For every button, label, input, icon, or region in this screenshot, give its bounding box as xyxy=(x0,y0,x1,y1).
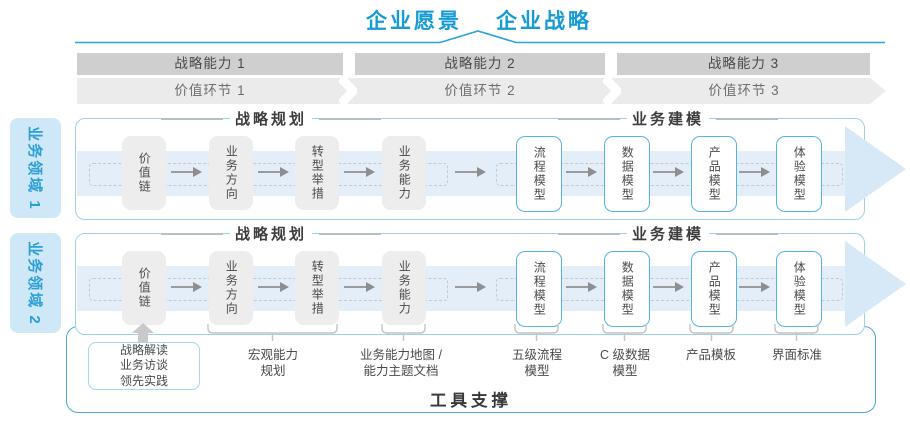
flow-arrow-icon xyxy=(739,167,770,177)
practice-line-1: 战略解读 xyxy=(119,343,168,358)
underbrace-macro xyxy=(207,324,338,341)
stage-box-process-model: 流程模型 xyxy=(516,136,562,212)
header-rule-line xyxy=(557,232,620,235)
stage-box-product-model: 产品模型 xyxy=(691,136,737,212)
flow-arrow-icon xyxy=(344,167,375,177)
value-band-label-2: 价值环节 2 xyxy=(444,83,516,98)
dashed-track-planning xyxy=(89,278,448,301)
stage-box-transformation-initiatives: 转型举措 xyxy=(295,251,339,325)
dashed-track-planning xyxy=(89,163,448,186)
flow-arrow-icon xyxy=(171,282,202,292)
section-header-modeling: 业务建模 xyxy=(557,108,779,129)
stage-box-business-capability: 业务能力 xyxy=(382,251,426,325)
underbrace-data xyxy=(602,324,647,341)
tool-support-label: 工具支撑 xyxy=(430,392,512,410)
sidebar-domain-2-label: 业务领域 2 xyxy=(26,240,44,326)
caret-divider-line xyxy=(75,30,885,44)
annotation-ui-standard: 界面标准 xyxy=(771,348,823,362)
dashed-track-modeling xyxy=(496,163,843,186)
dashed-track-modeling xyxy=(496,278,843,301)
capability-band-segment-2: 战略能力 2 xyxy=(355,53,605,75)
up-arrow-icon xyxy=(132,323,154,333)
flow-arrow-icon xyxy=(566,282,597,292)
section-header-modeling-label: 业务建模 xyxy=(626,223,710,244)
flow-arrowhead-icon xyxy=(845,241,906,327)
value-band: 价值环节 1 价值环节 2 价值环节 3 xyxy=(77,78,886,104)
underbrace-product xyxy=(689,324,734,341)
underbrace-ui xyxy=(774,324,819,341)
header-rule-line xyxy=(160,232,223,235)
practice-line-2: 业务访谈 xyxy=(119,358,168,373)
flow-arrow-icon xyxy=(455,282,486,292)
underbrace-process xyxy=(514,324,559,341)
annotation-product-template: 产品模板 xyxy=(685,348,737,362)
annotation-capability-map: 业务能力地图 /能力主题文档 xyxy=(360,348,442,379)
domain-1-flow-row: 战略规划 业务建模 价值链 业务方向 转型举措 业务能力 流程模型 数据模型 产… xyxy=(75,108,906,220)
flow-arrow-icon xyxy=(344,282,375,292)
stage-box-business-capability: 业务能力 xyxy=(382,136,426,210)
annotation-macro-capability: 宏观能力规划 xyxy=(247,348,299,379)
enterprise-vision-title: 企业愿景 xyxy=(366,10,462,33)
annotation-data-model: C 级数据模型 xyxy=(599,348,651,379)
underbrace-capability-map xyxy=(381,324,426,341)
header-rule-line xyxy=(716,232,779,235)
domain-2-flow-row: 战略规划 业务建模 价值链 业务方向 转型举措 业务能力 流程模型 数据模型 产… xyxy=(75,223,906,335)
stage-box-value-chain: 价值链 xyxy=(122,251,166,325)
practice-annotation-box: 战略解读 业务访谈 领先实践 xyxy=(88,342,200,390)
stage-box-business-direction: 业务方向 xyxy=(209,136,253,210)
sidebar-domain-1-label: 业务领域 1 xyxy=(26,125,44,211)
stage-box-value-chain: 价值链 xyxy=(122,136,166,210)
value-band-label-1: 价值环节 1 xyxy=(174,83,246,98)
flow-arrow-icon xyxy=(455,167,486,177)
capability-band-segment-3: 战略能力 3 xyxy=(617,53,870,75)
chevron-separator-icon xyxy=(339,78,357,104)
header-rule-line xyxy=(716,117,779,120)
stage-box-transformation-initiatives: 转型举措 xyxy=(295,136,339,210)
stage-box-experience-model: 体验模型 xyxy=(776,251,822,327)
chevron-separator-icon xyxy=(603,78,621,104)
header-rule-line xyxy=(319,232,382,235)
stage-box-data-model: 数据模型 xyxy=(604,136,650,212)
header-rule-line xyxy=(557,117,620,120)
sidebar-domain-1: 业务领域 1 xyxy=(10,118,61,218)
flow-arrow-icon xyxy=(653,167,684,177)
stage-box-process-model: 流程模型 xyxy=(516,251,562,327)
stage-box-data-model: 数据模型 xyxy=(604,251,650,327)
capability-band-segment-1: 战略能力 1 xyxy=(77,53,343,75)
enterprise-strategy-title: 企业战略 xyxy=(496,10,592,33)
value-band-label-3: 价值环节 3 xyxy=(708,83,780,98)
flow-arrow-icon xyxy=(739,282,770,292)
section-header-modeling: 业务建模 xyxy=(557,223,779,244)
sidebar-domain-2: 业务领域 2 xyxy=(10,233,61,333)
section-header-planning: 战略规划 xyxy=(160,223,382,244)
up-arrow-stem xyxy=(138,333,148,343)
section-header-planning-label: 战略规划 xyxy=(229,108,313,129)
flow-arrow-icon xyxy=(258,167,289,177)
top-title-row: 企业愿景 企业战略 xyxy=(24,5,910,35)
tool-support-container xyxy=(66,326,876,413)
section-header-planning: 战略规划 xyxy=(160,108,382,129)
annotation-process-model: 五级流程模型 xyxy=(511,348,563,379)
flow-arrow-icon xyxy=(653,282,684,292)
header-rule-line xyxy=(160,117,223,120)
practice-line-3: 领先实践 xyxy=(119,373,168,388)
flow-arrow-icon xyxy=(566,167,597,177)
section-header-planning-label: 战略规划 xyxy=(229,223,313,244)
stage-box-product-model: 产品模型 xyxy=(691,251,737,327)
flow-arrowhead-icon xyxy=(845,126,906,212)
section-header-modeling-label: 业务建模 xyxy=(626,108,710,129)
header-rule-line xyxy=(319,117,382,120)
flow-arrow-icon xyxy=(258,282,289,292)
stage-box-experience-model: 体验模型 xyxy=(776,136,822,212)
stage-box-business-direction: 业务方向 xyxy=(209,251,253,325)
flow-arrow-icon xyxy=(171,167,202,177)
